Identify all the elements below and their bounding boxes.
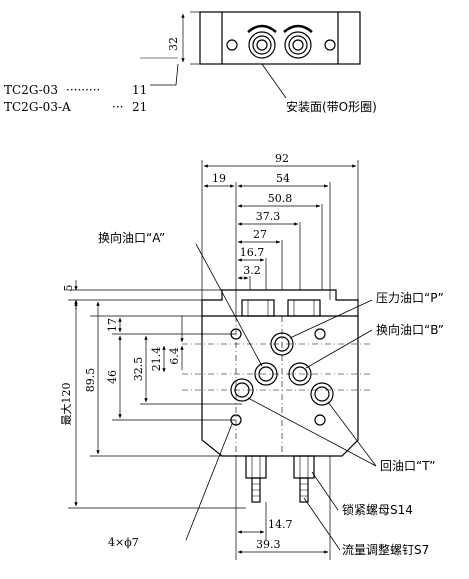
dim-17: 17 (106, 318, 119, 332)
lock-nut-left (245, 455, 267, 479)
model-line-2-leader: ··· (112, 100, 123, 114)
port-t-right (310, 382, 334, 406)
leader-adjust-screw (303, 497, 341, 551)
dim-54: 54 (276, 172, 290, 185)
dim-6-4: 6.4 (168, 347, 181, 365)
dim-16-7: 16.7 (240, 246, 265, 259)
leader-holes (185, 423, 233, 541)
model-line-1-value: 11 (132, 83, 147, 97)
label-holes: 4×ϕ7 (108, 536, 139, 549)
lock-nut-right (293, 455, 315, 479)
top-fitting-a (241, 299, 275, 317)
dim-5: 5 (62, 285, 75, 292)
top-view (140, 11, 361, 99)
dim-19: 19 (212, 172, 226, 185)
dim-32: 32 (167, 37, 180, 51)
model-line-2-name: TC2G-03-A (4, 100, 71, 114)
label-port-t: 回油口“T” (380, 459, 436, 473)
dim-27: 27 (253, 228, 267, 241)
mount-hole-4 (314, 414, 326, 426)
mounting-hole-right (324, 39, 336, 51)
dim-max-120: 最大120 (59, 383, 73, 426)
dim-46: 46 (106, 370, 119, 384)
valve-body (201, 289, 359, 457)
adjust-screw-right (299, 477, 309, 503)
label-port-a: 换向油口“A” (98, 230, 165, 245)
label-port-b: 换向油口“B” (376, 322, 444, 337)
front-view (68, 160, 377, 560)
dim-37-3: 37.3 (256, 210, 281, 223)
dim-21-4: 21.4 (150, 347, 163, 372)
model-line-1-leader: ········· (66, 83, 100, 97)
dim-32-5: 32.5 (132, 357, 145, 382)
leader-port-t-1 (247, 397, 377, 467)
leader-port-t-2 (327, 401, 377, 467)
fitting-right (283, 24, 313, 59)
top-fitting-b (287, 299, 321, 317)
label-adjust-screw: 流量调整螺钉S7 (342, 542, 429, 557)
dim-14-7: 14.7 (268, 518, 293, 531)
leader-lock-nut (311, 471, 339, 511)
dim-89-5: 89.5 (84, 368, 97, 393)
dim-50-8: 50.8 (268, 192, 293, 205)
dim-92: 92 (275, 152, 289, 165)
mounting-hole-left (226, 39, 238, 51)
label-lock-nut: 锁紧螺母S14 (342, 502, 413, 517)
leader-port-a (195, 243, 263, 367)
leader-port-b (305, 329, 373, 369)
label-port-p: 压力油口“P” (376, 291, 444, 305)
model-line-2-value: 21 (132, 100, 147, 114)
dim-39-3: 39.3 (256, 538, 281, 551)
leader-port-p (289, 299, 373, 339)
mount-hole-2 (314, 328, 326, 340)
dim-3-2: 3.2 (243, 264, 261, 277)
adjust-screw-left (251, 477, 261, 503)
mounting-face-label: 安装面(带O形圈) (286, 99, 377, 114)
model-line-1-name: TC2G-03 (4, 83, 58, 97)
fitting-left (247, 24, 277, 59)
top-view-body (199, 11, 361, 65)
